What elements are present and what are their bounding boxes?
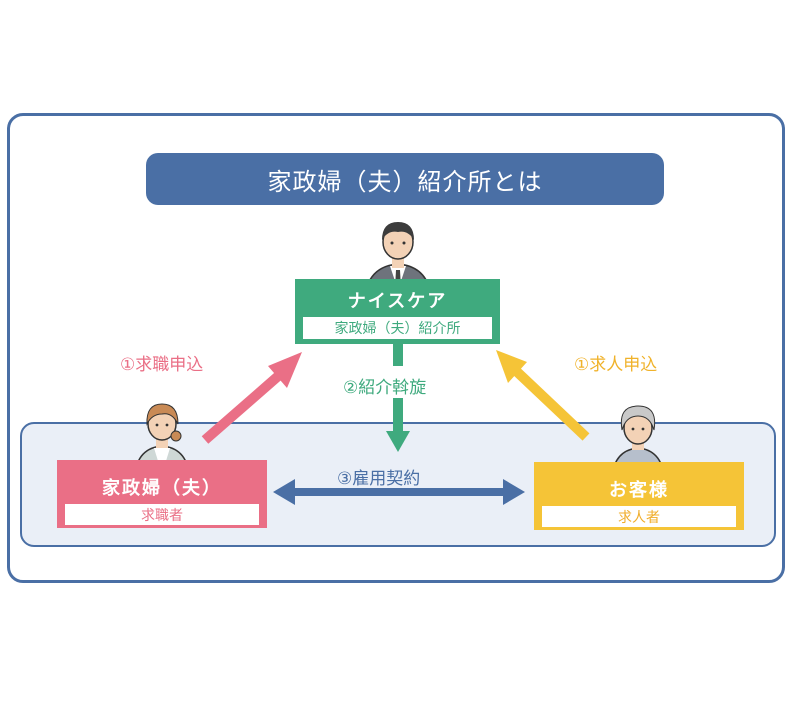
arrow-employment-contract (273, 479, 525, 505)
label-introduction: ②紹介斡旋 (343, 378, 427, 398)
label-job-request: ①求人申込 (574, 355, 658, 375)
worker-subtitle: 求職者 (65, 504, 259, 525)
customer-node: お客様 求人者 (534, 462, 744, 530)
label-job-application: ①求職申込 (120, 355, 204, 375)
customer-name: お客様 (609, 480, 669, 501)
arrow-job-request (496, 350, 590, 441)
customer-subtitle: 求人者 (542, 506, 736, 527)
arrow-introduction (386, 344, 410, 452)
agency-node: ナイスケア 家政婦（夫）紹介所 (295, 279, 500, 344)
diagram-title: 家政婦（夫）紹介所とは (146, 153, 664, 205)
worker-name: 家政婦（夫） (102, 478, 222, 499)
diagram-title-text: 家政婦（夫）紹介所とは (267, 167, 543, 196)
label-employment-contract: ③雇用契約 (337, 469, 421, 489)
agency-subtitle: 家政婦（夫）紹介所 (303, 317, 492, 339)
worker-node: 家政婦（夫） 求職者 (57, 460, 267, 528)
agency-name: ナイスケア (347, 291, 448, 312)
arrow-job-application (201, 352, 302, 444)
